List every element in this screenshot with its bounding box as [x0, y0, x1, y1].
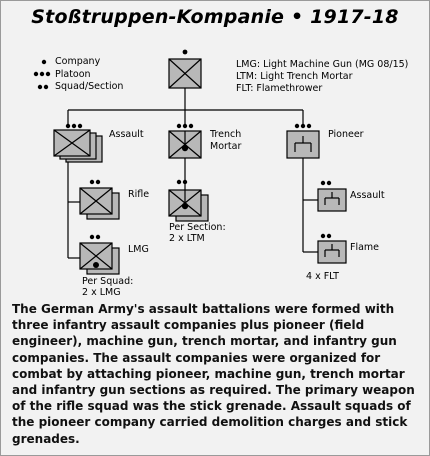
lmg-squad-label: LMG — [128, 244, 149, 255]
trench-mortar-label-line1: Trench — [210, 129, 242, 140]
pioneer-assault-squad-label: Assault — [350, 190, 385, 201]
legend-squad-symbol — [37, 84, 49, 90]
rifle-squad-label: Rifle — [128, 189, 150, 200]
assault-platoon-symbol — [53, 123, 103, 163]
pioneer-assault-squad-symbol — [317, 180, 347, 212]
ltm-note-line2: 2 x LTM — [169, 233, 205, 244]
pioneer-platoon-symbol — [286, 123, 320, 159]
abbrev-ltm: LTM: Light Trench Mortar — [236, 71, 353, 82]
assault-platoon-label: Assault — [109, 129, 144, 140]
legend-platoon-label: Platoon — [55, 69, 91, 80]
company-symbol — [168, 49, 202, 89]
diagram-title: Stoßtruppen-Kompanie • 1917-18 — [31, 6, 399, 28]
ltm-note-line1: Per Section: — [169, 222, 226, 233]
legend-company-label: Company — [55, 56, 101, 67]
flame-squad-symbol — [317, 233, 347, 264]
connector-lines — [67, 88, 318, 259]
legend-company-symbol — [41, 59, 47, 65]
legend-squad-label: Squad/Section — [55, 81, 124, 92]
trench-mortar-label-line2: Mortar — [210, 141, 242, 152]
abbrev-lmg: LMG: Light Machine Gun (MG 08/15) — [236, 59, 409, 70]
lmg-squad-symbol — [79, 234, 120, 275]
legend-platoon-symbol — [33, 71, 51, 77]
lmg-note-line2: 2 x LMG — [82, 287, 121, 298]
flame-squad-label: Flame — [350, 242, 380, 253]
flt-note: 4 x FLT — [306, 271, 339, 282]
trench-mortar-platoon-symbol — [168, 123, 202, 159]
description-text: The German Army's assault battalions wer… — [12, 302, 415, 446]
pioneer-platoon-label: Pioneer — [328, 129, 364, 140]
abbrev-flt: FLT: Flamethrower — [236, 83, 323, 94]
ltm-section-symbol — [168, 179, 209, 222]
rifle-squad-symbol — [79, 179, 120, 220]
lmg-note-line1: Per Squad: — [82, 276, 134, 287]
